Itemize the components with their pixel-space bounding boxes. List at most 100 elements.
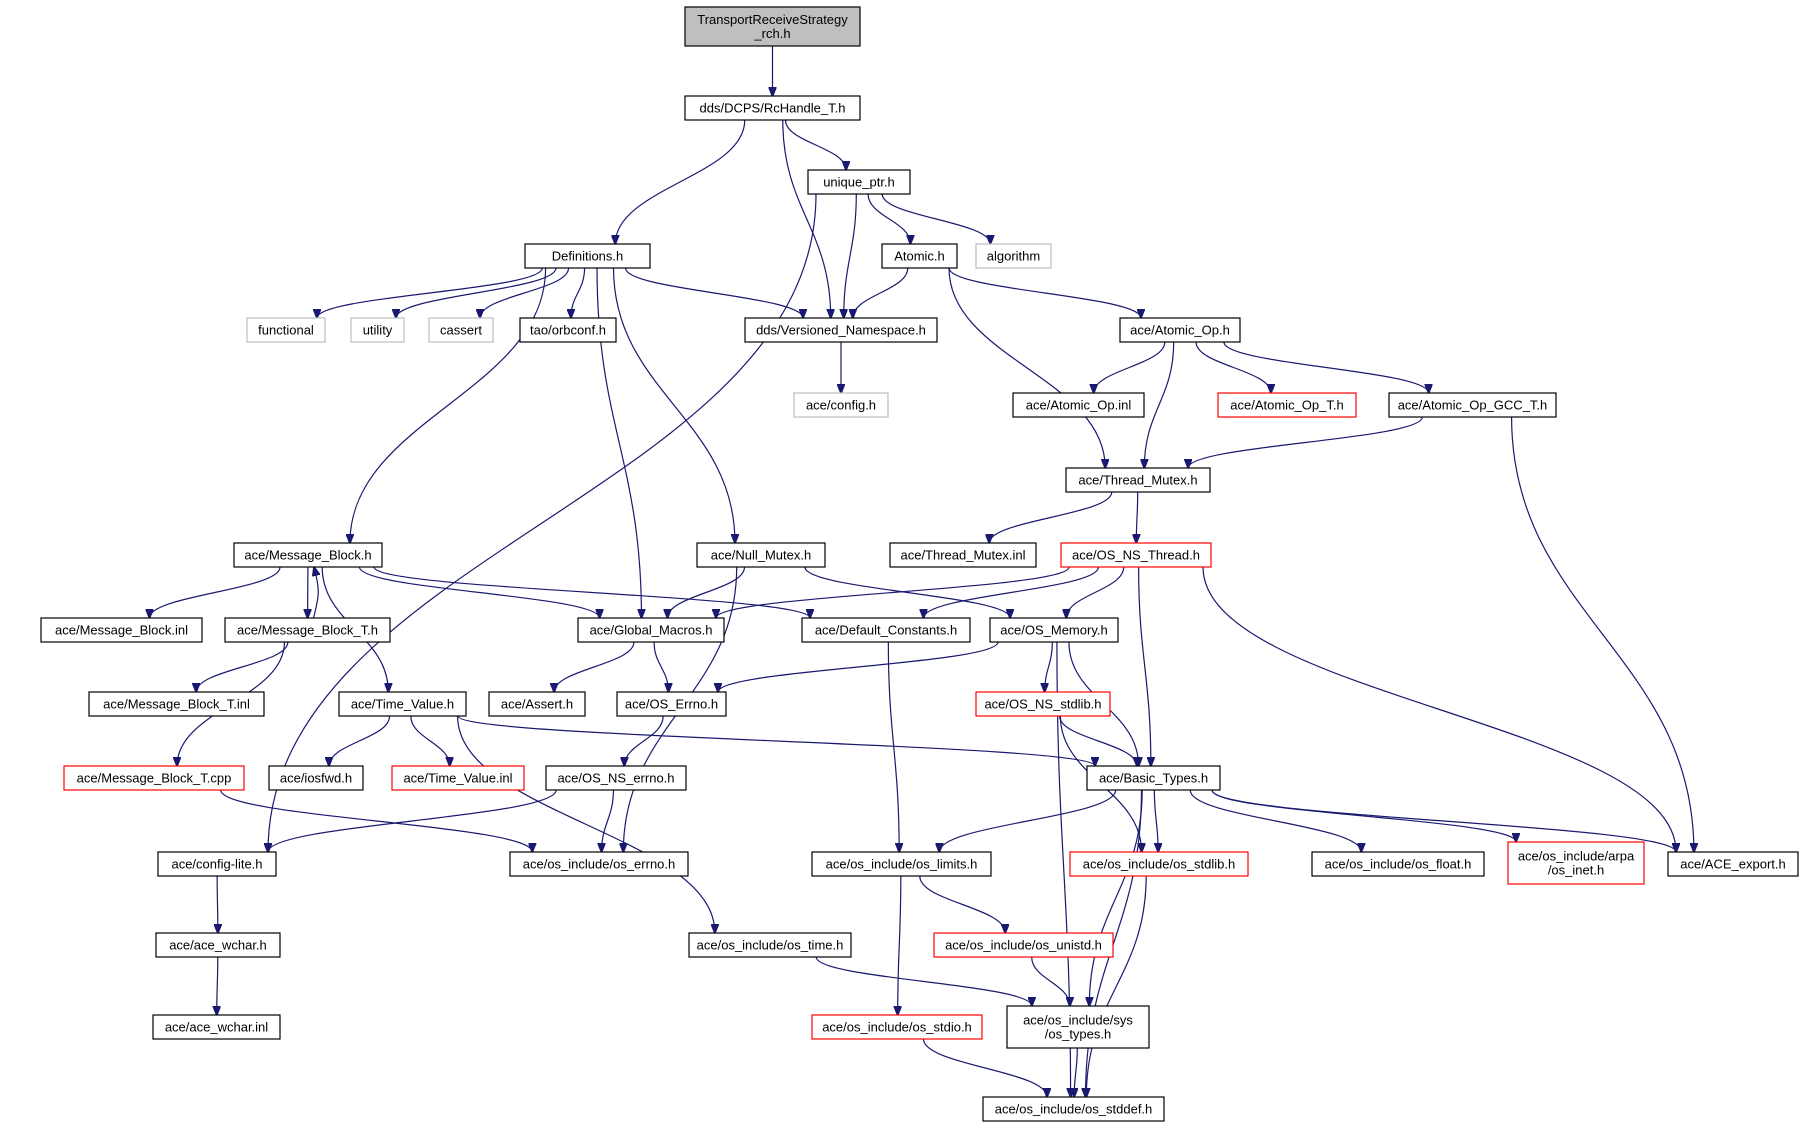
node-box (1006, 1005, 1150, 1049)
node-os-errno-cap[interactable]: ace/OS_Errno.h (616, 691, 727, 717)
node-config-lite[interactable]: ace/config-lite.h (157, 851, 277, 877)
edge-message-block-t-to-message-block-t-inl (196, 641, 289, 692)
edge-global-macros-to-assert-h (554, 641, 635, 692)
node-time-value[interactable]: ace/Time_Value.h (338, 691, 467, 717)
node-root[interactable]: TransportReceiveStrategy_rch.h (684, 6, 861, 47)
edge-config-lite-to-ace-wchar (217, 875, 218, 933)
node-box (1667, 851, 1799, 877)
node-label: ace/Time_Value.h (351, 697, 454, 712)
edge-os-unistd-to-sys-os-types (1031, 956, 1070, 1006)
node-message-block-t-inl[interactable]: ace/Message_Block_T.inl (88, 691, 265, 717)
edge-message-block-to-global-macros (358, 566, 599, 618)
node-iosfwd[interactable]: ace/iosfwd.h (268, 765, 364, 791)
node-global-macros[interactable]: ace/Global_Macros.h (577, 617, 725, 643)
node-label: ace/os_include/sys (1023, 1013, 1133, 1028)
node-box (246, 317, 326, 343)
node-thread-mutex-inl[interactable]: ace/Thread_Mutex.inl (889, 542, 1037, 568)
edge-unique-ptr-to-config-lite (268, 193, 817, 852)
node-box (881, 243, 958, 269)
node-box (684, 95, 861, 121)
edge-basic-types-to-ace-export (1211, 789, 1676, 852)
node-label: ace/OS_NS_stdlib.h (984, 697, 1101, 712)
edge-thread-mutex-to-os-ns-thread (1136, 491, 1137, 543)
node-box (155, 932, 281, 958)
node-os-ns-errno[interactable]: ace/OS_NS_errno.h (545, 765, 687, 791)
node-label: ace/Assert.h (501, 697, 573, 712)
node-os-unistd[interactable]: ace/os_include/os_unistd.h (933, 932, 1114, 958)
node-os-time[interactable]: ace/os_include/os_time.h (688, 932, 852, 958)
node-box (793, 392, 889, 418)
node-box (40, 617, 203, 643)
node-box (338, 691, 467, 717)
node-box (811, 1014, 983, 1040)
node-utility[interactable]: utility (350, 317, 405, 343)
node-box (933, 932, 1114, 958)
node-atomic[interactable]: Atomic.h (881, 243, 958, 269)
node-atomic-op[interactable]: ace/Atomic_Op.h (1119, 317, 1241, 343)
edge-basic-types-to-os-stdlib-inc (1153, 789, 1158, 852)
node-box (519, 317, 617, 343)
node-box (989, 617, 1119, 643)
node-os-ns-stdlib[interactable]: ace/OS_NS_stdlib.h (975, 691, 1111, 717)
node-unique-ptr[interactable]: unique_ptr.h (807, 169, 911, 195)
node-label: ace/OS_NS_Thread.h (1072, 548, 1200, 563)
node-null-mutex[interactable]: ace/Null_Mutex.h (696, 542, 826, 568)
node-label: ace/os_include/os_stdio.h (822, 1020, 972, 1035)
node-label: ace/Message_Block_T.inl (103, 697, 250, 712)
node-os-stdio[interactable]: ace/os_include/os_stdio.h (811, 1014, 983, 1040)
node-sys-os-types[interactable]: ace/os_include/sys/os_types.h (1006, 1005, 1150, 1049)
node-definitions[interactable]: Definitions.h (524, 243, 651, 269)
node-ace-wchar[interactable]: ace/ace_wchar.h (155, 932, 281, 958)
edge-atomic-to-versioned-ns (853, 267, 909, 318)
node-ace-wchar-inl[interactable]: ace/ace_wchar.inl (152, 1014, 281, 1040)
edge-atomic-op-to-thread-mutex (1144, 341, 1175, 468)
edge-os-errno-cap-to-os-ns-errno (624, 715, 664, 766)
node-atomic-op-t[interactable]: ace/Atomic_Op_T.h (1217, 392, 1357, 418)
node-os-inet[interactable]: ace/os_include/arpa/os_inet.h (1507, 841, 1645, 885)
node-box (1217, 392, 1357, 418)
node-config-h[interactable]: ace/config.h (793, 392, 889, 418)
edge-unique-ptr-to-algorithm (881, 193, 990, 244)
node-label: algorithm (987, 249, 1040, 264)
node-message-block-t[interactable]: ace/Message_Block_T.h (224, 617, 391, 643)
node-ace-export[interactable]: ace/ACE_export.h (1667, 851, 1799, 877)
node-label: ace/Thread_Mutex.inl (900, 548, 1025, 563)
node-os-float[interactable]: ace/os_include/os_float.h (1311, 851, 1485, 877)
node-os-limits[interactable]: ace/os_include/os_limits.h (811, 851, 992, 877)
edge-message-block-to-message-block-inl (149, 566, 281, 618)
node-os-ns-thread[interactable]: ace/OS_NS_Thread.h (1060, 542, 1212, 568)
edge-atomic-op-gcc-to-ace-export (1510, 416, 1694, 852)
edge-atomic-op-to-atomic-op-t (1195, 341, 1271, 393)
edge-thread-mutex-to-thread-mutex-inl (989, 491, 1113, 543)
node-os-stdlib-inc[interactable]: ace/os_include/os_stdlib.h (1069, 851, 1249, 877)
node-algorithm[interactable]: algorithm (975, 243, 1052, 269)
node-box (488, 691, 586, 717)
node-message-block-t-cpp[interactable]: ace/Message_Block_T.cpp (63, 765, 245, 791)
node-os-errno-inc[interactable]: ace/os_include/os_errno.h (509, 851, 689, 877)
edge-definitions-to-utility (396, 267, 557, 318)
node-versioned-ns[interactable]: dds/Versioned_Namespace.h (744, 317, 938, 343)
node-cassert[interactable]: cassert (428, 317, 494, 343)
node-box (982, 1096, 1165, 1122)
node-assert-h[interactable]: ace/Assert.h (488, 691, 586, 717)
node-message-block[interactable]: ace/Message_Block.h (233, 542, 383, 568)
node-label: utility (363, 323, 393, 338)
node-os-memory[interactable]: ace/OS_Memory.h (989, 617, 1119, 643)
edge-os-ns-thread-to-global-macros (716, 566, 1070, 618)
edge-global-macros-to-os-errno-cap (653, 641, 668, 692)
edge-os-limits-to-os-unistd (919, 875, 1005, 933)
node-functional[interactable]: functional (246, 317, 326, 343)
edge-time-value-to-iosfwd (329, 715, 391, 766)
node-os-stddef[interactable]: ace/os_include/os_stddef.h (982, 1096, 1165, 1122)
node-rchandle[interactable]: dds/DCPS/RcHandle_T.h (684, 95, 861, 121)
node-default-constants[interactable]: ace/Default_Constants.h (801, 617, 971, 643)
edge-os-ns-thread-to-default-constants (924, 566, 1100, 618)
node-atomic-op-gcc[interactable]: ace/Atomic_Op_GCC_T.h (1388, 392, 1557, 418)
node-time-value-inl[interactable]: ace/Time_Value.inl (391, 765, 525, 791)
node-atomic-op-inl[interactable]: ace/Atomic_Op.inl (1012, 392, 1145, 418)
node-label: ace/os_include/os_unistd.h (945, 938, 1102, 953)
node-basic-types[interactable]: ace/Basic_Types.h (1086, 765, 1221, 791)
node-orbconf[interactable]: tao/orbconf.h (519, 317, 617, 343)
node-message-block-inl[interactable]: ace/Message_Block.inl (40, 617, 203, 643)
node-thread-mutex[interactable]: ace/Thread_Mutex.h (1065, 467, 1211, 493)
